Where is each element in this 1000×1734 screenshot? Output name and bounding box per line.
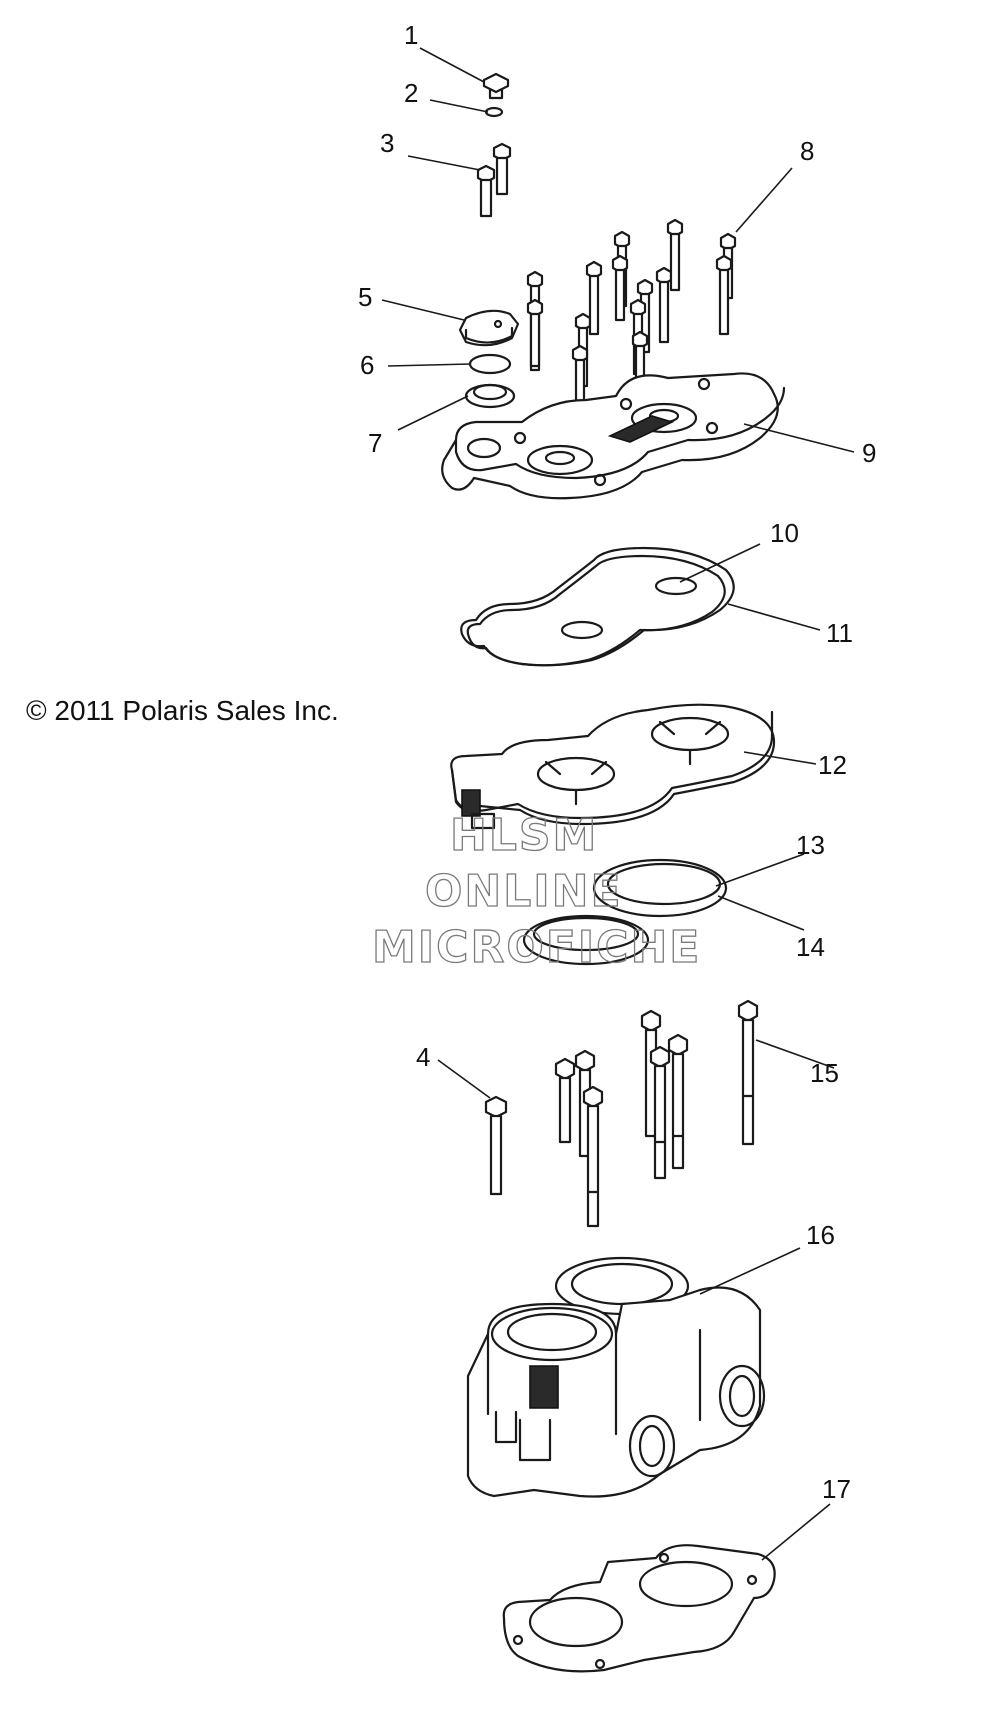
callout-13: 13 <box>796 830 825 860</box>
callout-10: 10 <box>770 518 799 548</box>
part-6-o-ring <box>468 353 512 375</box>
part-11-head-gasket <box>460 546 735 667</box>
callout-8: 8 <box>800 136 814 166</box>
part-10-o-ring <box>560 576 698 640</box>
callout-11: 11 <box>826 618 853 648</box>
part-7-seal-ring <box>464 383 516 409</box>
callout-1: 1 <box>404 20 418 50</box>
part-13-gasket <box>592 858 728 918</box>
part-4-bolt <box>484 1095 508 1196</box>
callout-16: 16 <box>806 1220 835 1250</box>
callout-15: 15 <box>810 1058 839 1088</box>
copyright-text: © 2011 Polaris Sales Inc. <box>26 695 339 726</box>
part-3-bolts <box>476 142 512 218</box>
callout-labels: 1 2 3 4 5 6 7 8 9 10 11 12 13 14 15 16 1… <box>358 20 876 1504</box>
watermark-line-3: MICROFICHE <box>372 922 701 973</box>
callout-14: 14 <box>796 932 825 962</box>
part-16-cylinder <box>466 1256 766 1498</box>
part-2-washer <box>484 106 504 118</box>
part-9-head-cover <box>441 372 786 500</box>
watermark-line-1: HLSM <box>450 810 598 861</box>
part-1-screw <box>482 72 510 100</box>
callout-17: 17 <box>822 1474 851 1504</box>
callout-2: 2 <box>404 78 418 108</box>
callout-9: 9 <box>862 438 876 468</box>
leader-lines <box>381 47 855 1561</box>
callout-6: 6 <box>360 350 374 380</box>
watermark-line-2: ONLINE <box>425 866 623 917</box>
callout-7: 7 <box>368 428 382 458</box>
callout-12: 12 <box>818 750 847 780</box>
part-5-cover-plate <box>458 309 520 347</box>
callout-3: 3 <box>380 128 394 158</box>
part-12-cylinder-head <box>450 703 776 830</box>
part-17-base-gasket <box>502 1544 776 1673</box>
part-15-cylinder-bolts <box>554 999 759 1228</box>
callout-5: 5 <box>358 282 372 312</box>
part-8-head-bolts <box>526 218 737 418</box>
watermark: HLSM ONLINE MICROFICHE <box>371 809 701 973</box>
callout-4: 4 <box>416 1042 430 1072</box>
